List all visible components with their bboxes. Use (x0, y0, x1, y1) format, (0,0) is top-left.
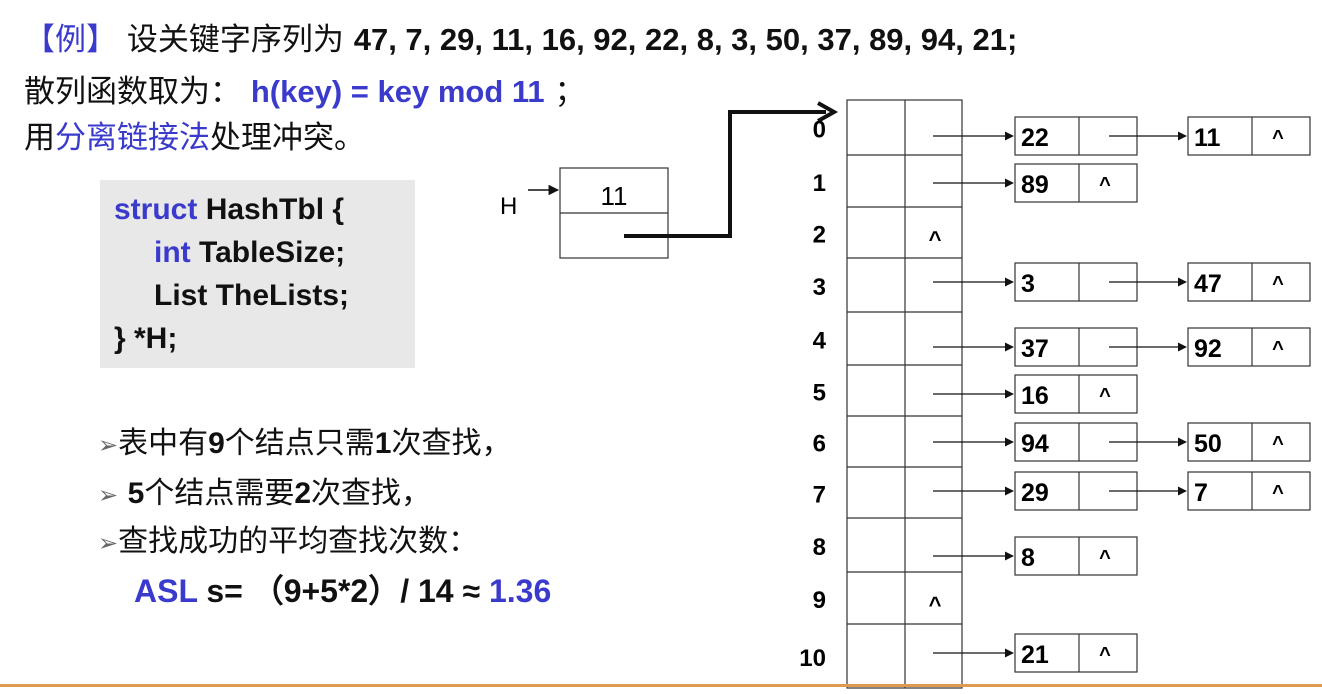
slot-index: 3 (813, 274, 826, 301)
code-line-4: } *H; (114, 322, 178, 355)
sequence-intro-text: 设关键字序列为 (126, 22, 344, 58)
list-node (1187, 262, 1311, 302)
bullet-2: ➢ 5个结点需要2次查找， (98, 474, 431, 515)
thelists-pointer (624, 110, 826, 238)
node-key: 11 (1194, 124, 1221, 152)
bullet-number: 9 (208, 427, 225, 460)
list-node (1014, 374, 1138, 414)
slot-index: 8 (813, 534, 826, 561)
bullet-arrow-icon: ➢ (98, 529, 119, 557)
bullet-arrow-icon: ➢ (98, 431, 119, 459)
code-line-3: List TheLists; (154, 279, 350, 312)
slot-index: 10 (799, 645, 826, 672)
code-line-2: int TableSize; (100, 231, 415, 274)
node-key: 8 (1021, 544, 1035, 572)
bullet-number: 2 (294, 477, 312, 510)
intro-line-3: 用分离链接法处理冲突。 (24, 118, 365, 158)
bullet-text: 个结点需要 (144, 476, 295, 511)
node-key: 94 (1021, 430, 1049, 458)
h-table-size: 11 (601, 181, 628, 211)
node-key: 3 (1021, 270, 1035, 298)
intro-line-1: 【例】 设关键字序列为 47, 7, 29, 11, 16, 92, 22, 8… (24, 20, 1017, 60)
code-text: TableSize; (190, 236, 346, 269)
null-pointer: ^ (929, 592, 942, 617)
list-node (1014, 327, 1138, 367)
node-key: 37 (1021, 335, 1049, 363)
code-line-1: struct HashTbl { (100, 188, 415, 231)
hash-function: h(key) = key mod 11 (250, 74, 545, 109)
null-pointer: ^ (1272, 273, 1284, 295)
slot-index: 7 (813, 482, 826, 509)
code-keyword: int (154, 236, 191, 269)
null-pointer: ^ (1099, 547, 1111, 569)
null-pointer: ^ (1272, 433, 1284, 455)
node-key: 7 (1194, 479, 1208, 507)
list-node (1187, 327, 1311, 367)
bullet-text: 个结点只需 (224, 426, 375, 461)
list-node (1187, 422, 1311, 462)
null-pointer: ^ (1099, 644, 1111, 666)
slot-index: 2 (813, 222, 826, 249)
bullet-1: ➢表中有9个结点只需1次查找， (98, 424, 511, 465)
list-node (1014, 163, 1138, 203)
bullet-text: 查找成功的平均查找次数： (118, 524, 479, 559)
thelists-pointer-head (817, 101, 839, 123)
bullet-text: 次查找， (311, 476, 432, 511)
node-key: 21 (1021, 641, 1049, 669)
node-key: 50 (1194, 430, 1222, 458)
slot-index: 5 (813, 380, 826, 407)
null-pointer: ^ (1272, 482, 1284, 504)
list-node (1187, 116, 1311, 156)
node-key: 22 (1021, 124, 1049, 152)
null-pointer: ^ (929, 227, 942, 252)
slot-index: 9 (813, 587, 826, 614)
bullet-text: 表中有 (118, 426, 209, 461)
node-key: 47 (1194, 270, 1222, 298)
footer-divider (0, 684, 1322, 687)
code-text: HashTbl { (197, 193, 345, 226)
hash-func-suffix: ； (554, 74, 586, 110)
null-pointer: ^ (1099, 385, 1111, 407)
null-pointer: ^ (1272, 127, 1284, 149)
node-key: 92 (1194, 335, 1222, 363)
bullet-text: 次查找， (391, 426, 512, 461)
list-node (1014, 633, 1138, 673)
slot-index: 6 (813, 431, 826, 458)
list-node (1014, 536, 1138, 576)
code-block: struct HashTbl { int TableSize; List The… (100, 180, 415, 368)
null-pointer: ^ (1099, 174, 1111, 196)
h-label: H (500, 193, 517, 220)
collision-method: 分离链接法 (55, 120, 210, 156)
node-key: 16 (1021, 382, 1049, 410)
method-prefix: 用 (24, 120, 55, 156)
hash-func-prefix: 散列函数取为： (24, 74, 241, 110)
method-suffix: 处理冲突。 (210, 120, 365, 156)
asl-formula: ASL s= （9+5*2）/ 14 ≈ 1.36 (134, 566, 551, 612)
slot-index: 0 (813, 117, 826, 144)
list-node (1187, 471, 1311, 511)
asl-label: ASL (134, 573, 198, 609)
example-bracket: 【例】 (24, 22, 117, 58)
null-pointer: ^ (1272, 338, 1284, 360)
bullet-3: ➢查找成功的平均查找次数： (98, 522, 478, 563)
asl-value: 1.36 (488, 573, 552, 609)
intro-line-2: 散列函数取为： h(key) = key mod 11 ； (24, 72, 586, 112)
slot-index: 4 (813, 328, 827, 355)
node-key: 89 (1021, 171, 1049, 199)
slot-index: 1 (813, 170, 826, 197)
bullet-arrow-icon: ➢ (98, 481, 119, 509)
bullet-number: 5 (127, 477, 145, 510)
asl-expression: s= （9+5*2）/ 14 ≈ (197, 573, 489, 609)
bullet-number: 1 (374, 427, 392, 460)
code-keyword: struct (114, 193, 198, 226)
node-key: 29 (1021, 479, 1049, 507)
key-sequence: 47, 7, 29, 11, 16, 92, 22, 8, 3, 50, 37,… (353, 22, 1018, 57)
